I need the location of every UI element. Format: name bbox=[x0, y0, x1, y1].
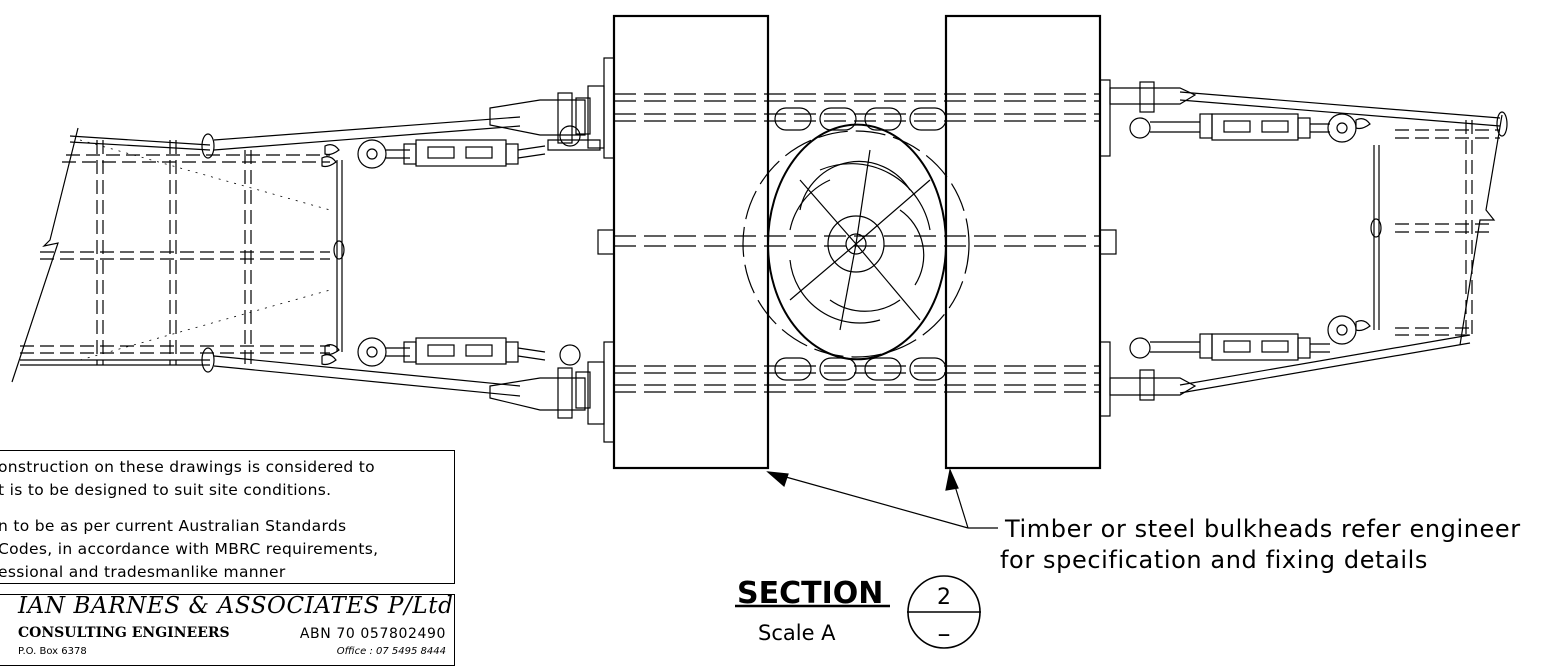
callout-leaders bbox=[766, 468, 998, 529]
left-upper-turnbuckle bbox=[321, 125, 601, 169]
note-line-4: Codes, in accordance with MBRC requireme… bbox=[0, 540, 379, 558]
firm-name: IAN BARNES & ASSOCIATES P/Ltd bbox=[18, 593, 454, 619]
section-drawing: Timber or steel bulkheads refer engineer… bbox=[11, 14, 1521, 649]
section-sheet: – bbox=[938, 619, 951, 649]
left-bulkhead bbox=[612, 14, 770, 470]
firm-abn: ABN 70 057802490 bbox=[299, 626, 446, 642]
right-upper-turnbuckle bbox=[1109, 81, 1371, 143]
through-bolts bbox=[614, 93, 1100, 393]
chain-links bbox=[774, 107, 947, 381]
note-line-2: t is to be designed to suit site conditi… bbox=[0, 481, 332, 499]
note-line-3: n to be as per current Australian Standa… bbox=[0, 517, 347, 535]
firm-subtitle: CONSULTING ENGINEERS bbox=[18, 625, 230, 641]
left-lower-clevis bbox=[489, 341, 615, 443]
left-upper-clevis bbox=[489, 57, 615, 159]
section-title: SECTION bbox=[737, 576, 883, 611]
timber-pile bbox=[742, 123, 970, 361]
callout-text-line1: Timber or steel bulkheads refer engineer bbox=[1004, 515, 1521, 543]
left-mesh bbox=[11, 116, 521, 397]
title-block: IAN BARNES & ASSOCIATES P/Ltd CONSULTING… bbox=[0, 593, 455, 666]
right-mesh bbox=[1179, 91, 1508, 394]
section-scale: Scale A bbox=[758, 621, 836, 645]
note-line-5: essional and tradesmanlike manner bbox=[0, 563, 286, 581]
callout-text-line2: for specification and fixing details bbox=[1000, 546, 1428, 574]
right-lower-turnbuckle bbox=[1109, 315, 1371, 401]
note-line-1: onstruction on these drawings is conside… bbox=[0, 458, 375, 476]
section-number: 2 bbox=[937, 585, 951, 610]
left-lower-turnbuckle bbox=[321, 337, 581, 367]
general-notes-box: onstruction on these drawings is conside… bbox=[0, 450, 455, 584]
